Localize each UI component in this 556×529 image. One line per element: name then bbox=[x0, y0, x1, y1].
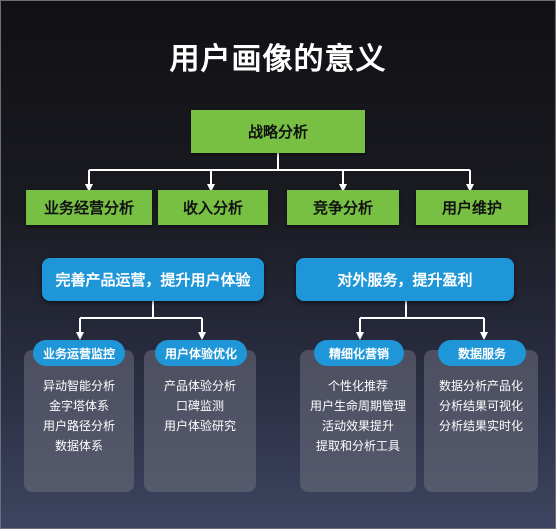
user-maintenance-box: 用户维护 bbox=[416, 190, 528, 225]
list-item: 数据体系 bbox=[54, 439, 103, 453]
list-item: 个性化推荐 bbox=[327, 379, 388, 393]
list-item: 用户体验研究 bbox=[163, 419, 236, 433]
strategy-analysis-box: 战略分析 bbox=[191, 110, 365, 153]
competition-analysis-box: 竞争分析 bbox=[287, 190, 399, 225]
ops-monitoring-panel: 异动智能分析 金字塔体系 用户路径分析 数据体系 bbox=[24, 350, 134, 492]
list-item: 分析结果可视化 bbox=[438, 399, 523, 413]
data-service-pill: 数据服务 bbox=[438, 340, 526, 366]
list-item: 数据分析产品化 bbox=[438, 379, 523, 393]
revenue-analysis-box: 收入分析 bbox=[158, 190, 268, 225]
list-item: 分析结果实时化 bbox=[438, 419, 523, 433]
list-item: 活动效果提升 bbox=[321, 419, 394, 433]
ops-monitoring-pill: 业务运营监控 bbox=[33, 340, 125, 366]
business-analysis-box: 业务经营分析 bbox=[26, 190, 152, 225]
list-item: 用户路径分析 bbox=[42, 419, 115, 433]
list-item: 口碑监测 bbox=[175, 399, 224, 413]
ux-optimization-panel: 产品体验分析 口碑监测 用户体验研究 bbox=[144, 350, 256, 492]
product-operation-box: 完善产品运营，提升用户体验 bbox=[42, 258, 264, 301]
data-service-panel: 数据分析产品化 分析结果可视化 分析结果实时化 bbox=[424, 350, 538, 492]
external-service-box: 对外服务，提升盈利 bbox=[296, 258, 514, 301]
list-item: 金字塔体系 bbox=[48, 399, 109, 413]
ux-optimization-pill: 用户体验优化 bbox=[155, 340, 247, 366]
list-item: 用户生命周期管理 bbox=[309, 399, 406, 413]
list-item: 产品体验分析 bbox=[163, 379, 236, 393]
precision-marketing-pill: 精细化营销 bbox=[314, 340, 404, 366]
list-item: 异动智能分析 bbox=[42, 379, 115, 393]
precision-marketing-panel: 个性化推荐 用户生命周期管理 活动效果提升 提取和分析工具 bbox=[300, 350, 416, 492]
list-item: 提取和分析工具 bbox=[315, 439, 400, 453]
page-title: 用户画像的意义 bbox=[169, 42, 387, 77]
